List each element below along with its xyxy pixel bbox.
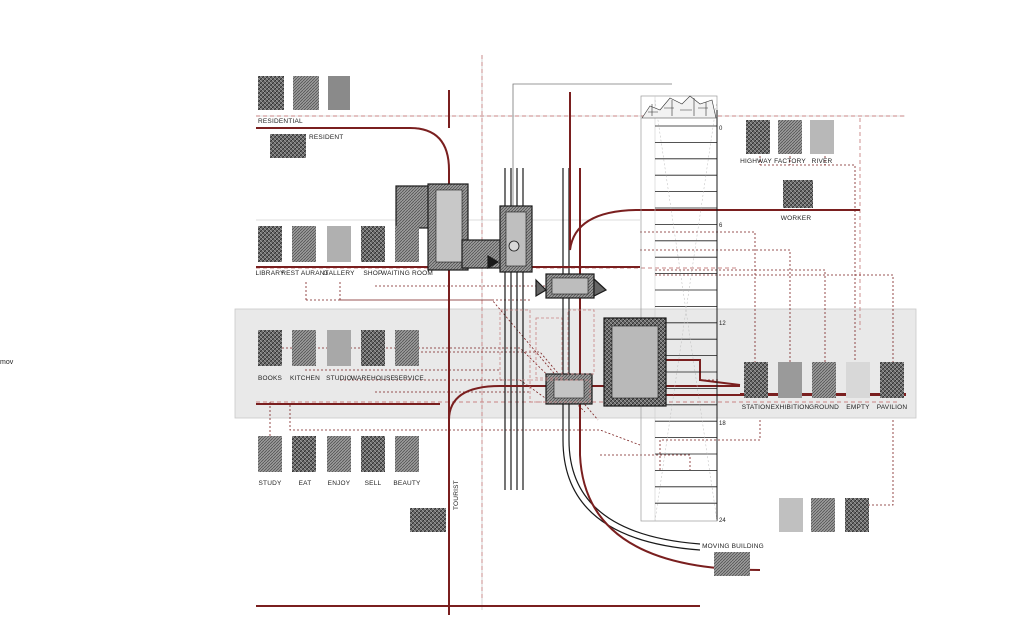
right-mid-label: EMPTY [846,404,870,411]
tourist-label: TOURIST [453,480,460,510]
factory-photo [778,120,802,154]
residential-photo-1 [258,76,284,110]
warehouse-photo [361,330,385,366]
waiting-room-photo [395,226,419,262]
right-mid-label: GROUND [809,404,839,411]
side-label: mov [0,359,14,366]
tick-label: 18 [719,421,726,427]
resident-label: RESIDENT [309,134,343,141]
sell-photo [361,436,385,472]
tick-label: 12 [719,321,726,327]
movement-lines [256,90,906,615]
library-photo [258,226,282,262]
right-mid-group: STATION EXHIBITION GROUND EMPTY PAVILION [742,362,908,411]
row1-label: SHOP [363,270,382,277]
ghost-blocks [499,309,595,403]
landscape-photo-1 [779,498,803,532]
station-connector [512,83,672,208]
schedule-tower [640,95,718,522]
tick-label: 0 [719,126,723,132]
row-2-group: BOOKS KITCHEN STUDIO WAREHOUSE SERVICE [258,330,424,382]
empty-photo [846,362,870,398]
row2-label: KITCHEN [290,375,320,382]
row3-label: ENJOY [328,480,351,487]
row1-label: LIBRARY [255,270,285,277]
row-1-group: LIBRARY REST AURANT GALLERY SHOP WAITING… [255,226,433,277]
tick-label: 6 [719,223,723,229]
row1-label: WAITING ROOM [381,270,433,277]
enjoy-photo [327,436,351,472]
row3-label: BEAUTY [393,480,421,487]
right-mid-label: EXHIBITION [771,404,810,411]
bottom-right-photos: MOVING BUILDING [702,498,869,576]
landscape-photo-2 [811,498,835,532]
building-blocks [395,183,667,407]
exhibition-photo [778,362,802,398]
studio-photo [327,330,351,366]
right-mid-label: STATION [742,404,771,411]
station-photo [744,362,768,398]
residential-group: RESIDENTIAL RESIDENT [258,76,350,158]
row1-label: REST AURANT [281,270,329,277]
right-top-label: HIGHWAY [740,158,772,165]
tourist-group: TOURIST [410,480,460,532]
row3-label: EAT [299,480,312,487]
books-photo [258,330,282,366]
row-3-group: STUDY EAT ENJOY SELL BEAUTY [258,436,421,487]
restaurant-photo [292,226,316,262]
right-top-label: FACTORY [774,158,806,165]
tourist-photo [410,508,446,532]
row2-label: WAREHOUSE [351,375,396,382]
connection-lines [269,140,894,506]
moving-building-label: MOVING BUILDING [702,543,764,550]
right-top-label: RIVER [812,158,833,165]
resident-photo [270,134,306,158]
service-photo [395,330,419,366]
landscape-photo-3 [845,498,869,532]
residential-label: RESIDENTIAL [258,118,303,125]
highway-photo [746,120,770,154]
right-top-group: HIGHWAY FACTORY RIVER WORKER [740,120,834,222]
residential-photo-2 [293,76,319,110]
gallery-photo [327,226,351,262]
residential-photo-3 [328,76,350,110]
worker-label: WORKER [781,215,812,222]
row1-label: GALLERY [323,270,355,277]
row2-label: STUDIO [326,375,352,382]
pavilion-photo [880,362,904,398]
study-photo [258,436,282,472]
river-photo [810,120,834,154]
eat-photo [292,436,316,472]
row3-label: SELL [365,480,382,487]
ground-photo [812,362,836,398]
beauty-photo [395,436,419,472]
right-mid-label: PAVILION [877,404,908,411]
kitchen-photo [292,330,316,366]
skyline-sketch [641,95,717,119]
tick-label: 24 [719,518,726,524]
shop-photo [361,226,385,262]
moving-building-photo [714,552,750,576]
row2-label: BOOKS [258,375,283,382]
row2-label: SERVICE [394,375,424,382]
worker-photo [783,180,813,208]
row3-label: STUDY [258,480,281,487]
